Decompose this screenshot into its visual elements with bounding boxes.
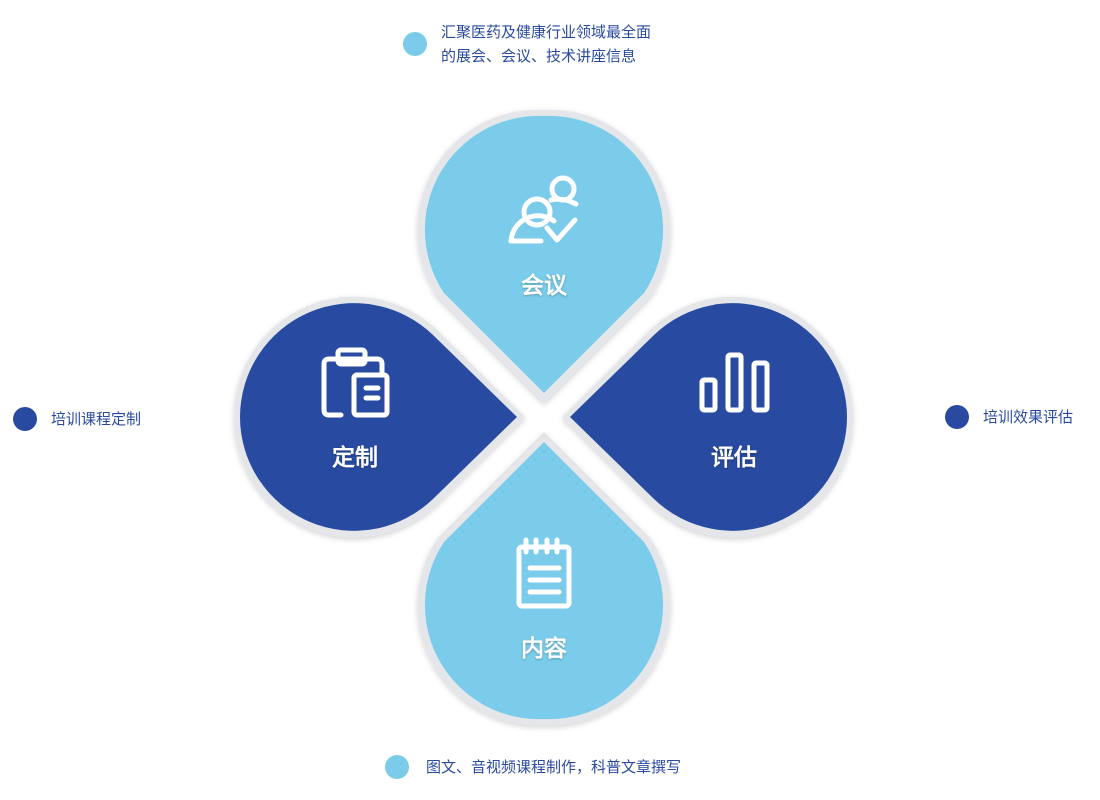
callout-left-dot [13, 407, 37, 431]
callout-top-dot [403, 32, 427, 56]
petal-bottom-label: 内容 [521, 636, 567, 662]
petal-left [233, 296, 526, 538]
callout-right-dot [945, 405, 969, 429]
callout-top-line-2: 的展会、会议、技术讲座信息 [441, 47, 637, 65]
callout-bottom: 图文、音视频课程制作，科普文章撰写 [385, 755, 681, 779]
bar-chart-icon [699, 352, 770, 413]
callout-top: 汇聚医药及健康行业领域最全面 的展会、会议、技术讲座信息 [403, 20, 651, 68]
callout-right: 培训效果评估 [945, 405, 1073, 429]
callout-left: 培训课程定制 [13, 407, 141, 431]
clipboard-icon [321, 347, 390, 418]
petal-bottom [417, 432, 671, 726]
callout-bottom-line-1: 图文、音视频课程制作，科普文章撰写 [426, 758, 682, 776]
callout-right-line-1: 培训效果评估 [983, 408, 1074, 426]
petal-right-label: 评估 [711, 445, 757, 471]
callout-bottom-dot [385, 755, 409, 779]
petal-right-fill [570, 303, 847, 531]
notepad-icon [516, 537, 572, 609]
petal-top [417, 109, 671, 403]
petal-top-label: 会议 [521, 273, 567, 299]
petal-left-label: 定制 [332, 445, 378, 471]
petal-right [562, 296, 854, 538]
callout-left-line-1: 培训课程定制 [51, 410, 142, 428]
petal-top-fill [424, 115, 664, 394]
people-check-icon [508, 175, 579, 244]
callout-top-line-1: 汇聚医药及健康行业领域最全面 [441, 23, 652, 41]
